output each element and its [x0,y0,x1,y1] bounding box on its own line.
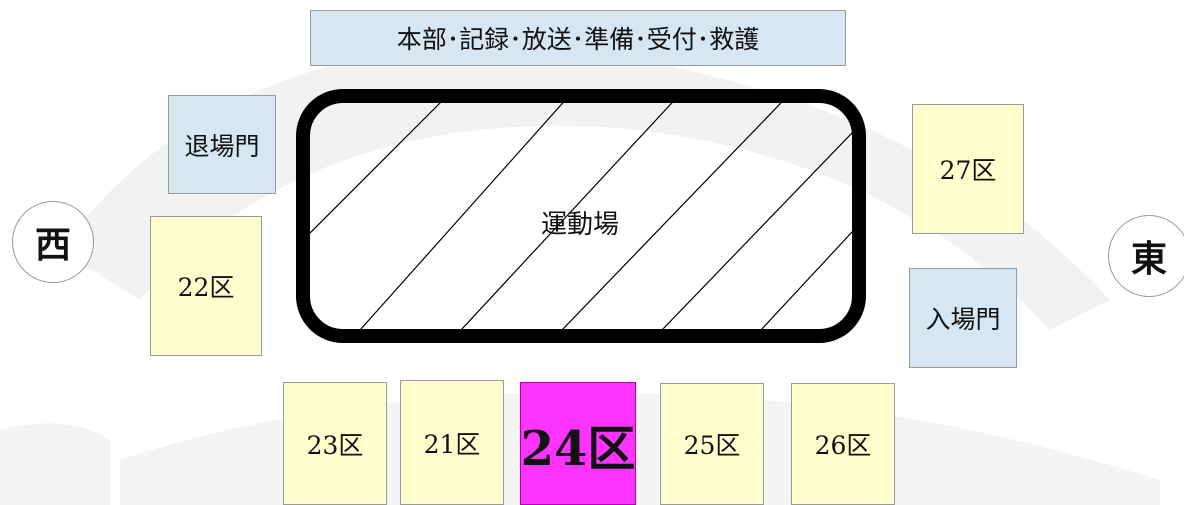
district-27-label: 27区 [939,156,997,185]
district-26-label: 26区 [814,431,872,460]
east-label: 東 [1130,238,1167,280]
entrance-gate-label: 入場門 [925,305,1001,334]
district-22-label: 22区 [177,273,235,302]
district-22: 22区 [150,216,262,356]
exit-gate: 退場門 [168,95,276,194]
district-23-label: 23区 [306,430,364,460]
district-24-label: 24区 [520,420,636,477]
west-marker: 西 [12,201,94,283]
district-27: 27区 [912,104,1024,234]
west-label: 西 [34,224,71,266]
entrance-gate: 入場門 [909,268,1017,368]
field-label: 運動場 [540,210,619,240]
sports-field [296,89,866,343]
headquarters-label: 本部･記録･放送･準備･受付･救護 [396,25,760,54]
east-marker: 東 [1108,215,1184,297]
district-23: 23区 [283,382,387,505]
district-25: 25区 [660,383,764,505]
district-25-label: 25区 [683,431,741,460]
district-21: 21区 [400,380,504,505]
district-26: 26区 [791,383,895,505]
exit-gate-label: 退場門 [184,131,260,161]
headquarters-box: 本部･記録･放送･準備･受付･救護 [310,10,846,66]
district-24-highlighted: 24区 [520,382,636,505]
district-21-label: 21区 [423,429,481,459]
